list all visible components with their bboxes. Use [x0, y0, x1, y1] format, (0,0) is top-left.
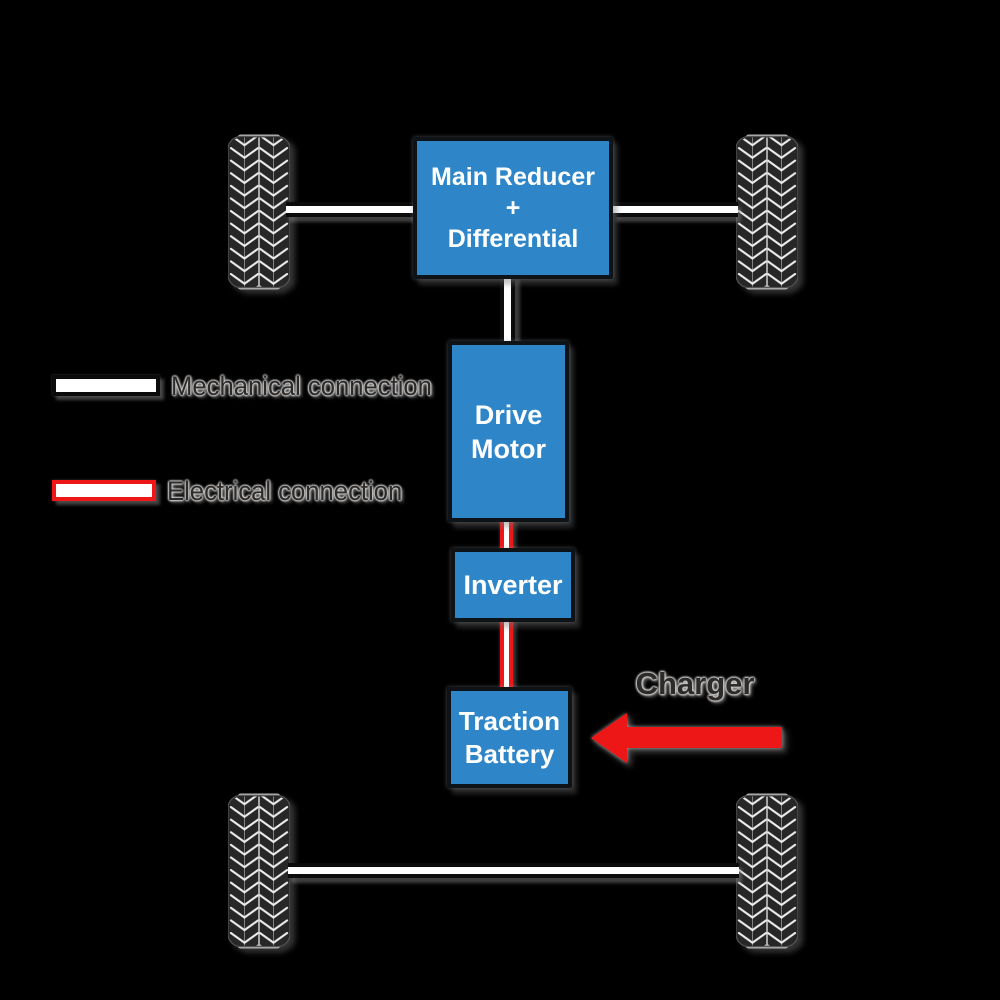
- mechanical-connection-label: Mechanical connection: [171, 371, 432, 401]
- wheel-front-right-icon: [736, 133, 798, 291]
- reducer-motor-mechanical-line: [500, 277, 515, 344]
- traction-battery-line2: Battery: [464, 738, 555, 769]
- electrical-connection-sample-icon: [52, 480, 156, 501]
- inverter-box: Inverter: [451, 548, 575, 622]
- drive-motor-line2: Motor: [471, 433, 546, 464]
- rear-axle-mechanical-line: [288, 863, 739, 878]
- drive-motor-line1: Drive: [474, 399, 543, 430]
- electrical-connection-label: Electrical connection: [167, 476, 403, 506]
- inverter-label: Inverter: [463, 570, 563, 600]
- front-axle-left-mechanical-line: [286, 202, 413, 217]
- main-reducer-line2: +: [505, 193, 521, 222]
- mechanical-connection-sample-icon: [52, 375, 160, 396]
- drive-motor-box: Drive Motor: [448, 341, 569, 522]
- inverter-battery-electrical-line: [500, 619, 513, 691]
- wheel-rear-left-icon: [228, 792, 290, 950]
- main-reducer-differential-box: Main Reducer + Differential: [413, 137, 613, 279]
- charger-arrow-icon: [591, 713, 782, 763]
- wheel-rear-right-icon: [736, 792, 798, 950]
- traction-battery-box: Traction Battery: [447, 687, 572, 788]
- wheel-front-left-icon: [228, 133, 290, 291]
- charger-label: Charger: [635, 666, 755, 701]
- main-reducer-line1: Main Reducer: [431, 162, 595, 191]
- traction-battery-line1: Traction: [458, 705, 561, 736]
- front-axle-right-mechanical-line: [613, 202, 738, 217]
- motor-inverter-electrical-line: [500, 519, 513, 552]
- main-reducer-line3: Differential: [447, 224, 579, 253]
